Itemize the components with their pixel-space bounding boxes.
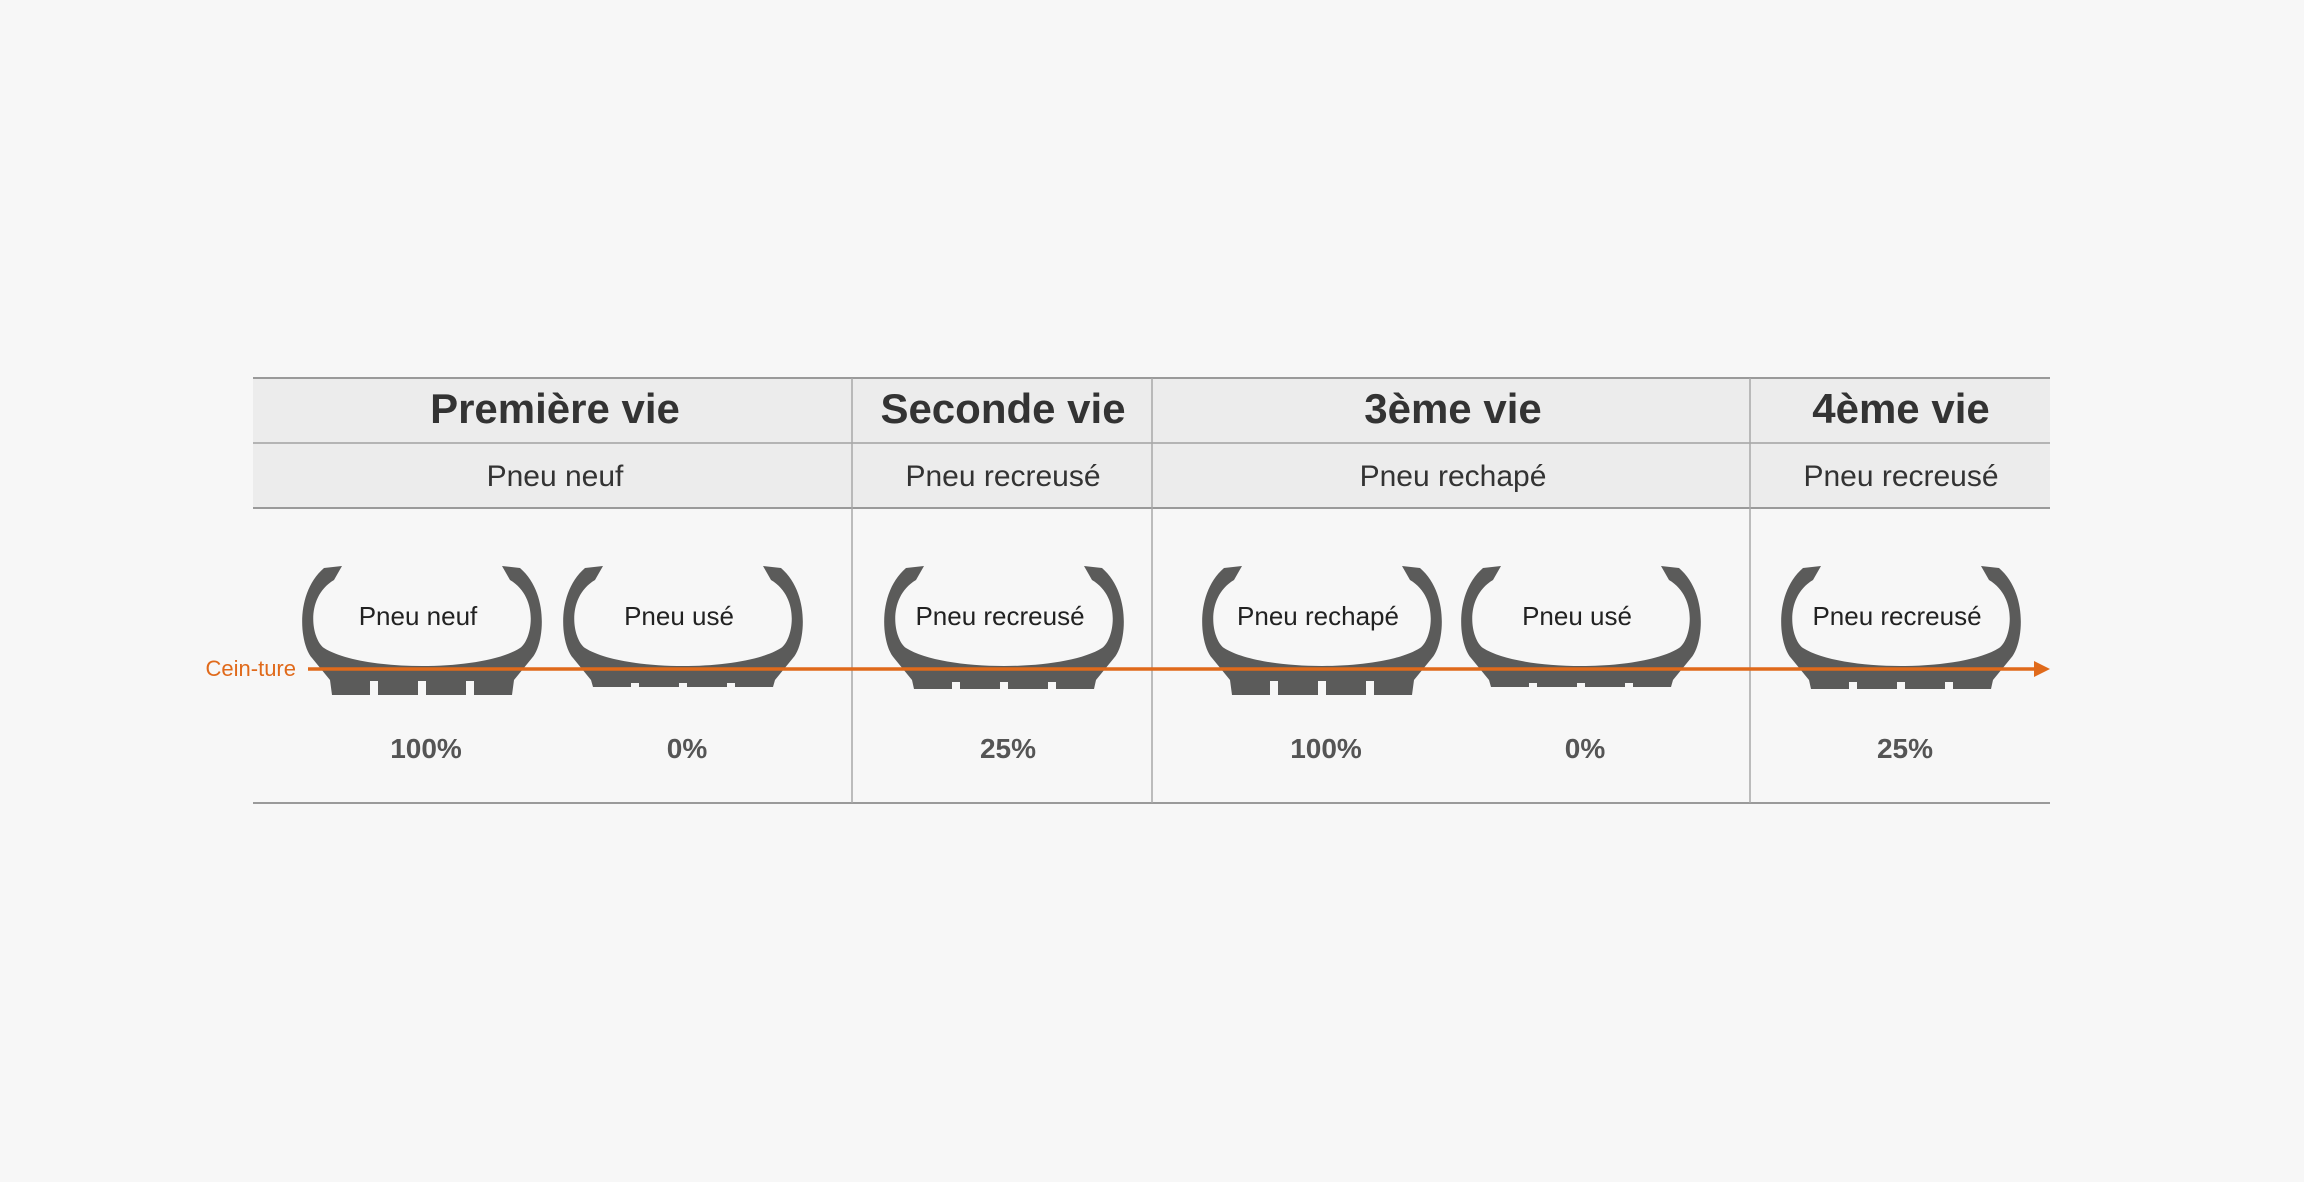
tread-groove (679, 683, 687, 687)
tire-label: Pneu recreusé (1812, 601, 1981, 631)
tread-groove (1000, 682, 1008, 689)
belt-label: Cein-ture (206, 656, 296, 681)
tread-percent: 100% (1290, 733, 1362, 764)
column-title: 3ème vie (1364, 385, 1541, 432)
column-subtitle: Pneu recreusé (1803, 460, 1998, 493)
tire-cross-section: Pneu usé 0% (1461, 566, 1701, 764)
column-subtitle: Pneu recreusé (905, 460, 1100, 493)
tread-groove (1366, 681, 1374, 695)
tire-shape (1461, 566, 1701, 687)
tread-groove (466, 681, 474, 695)
tire-shape (563, 566, 803, 687)
tire-cross-section: Pneu usé 0% (563, 566, 803, 764)
tire-shape (302, 566, 542, 695)
tread-groove (1849, 682, 1857, 689)
tire-label: Pneu neuf (359, 601, 478, 631)
tire-cross-section: Pneu rechapé 100% (1202, 566, 1442, 764)
tread-percent: 100% (390, 733, 462, 764)
tire-cross-section: Pneu recreusé 25% (1781, 566, 2021, 764)
tire-label: Pneu rechapé (1237, 601, 1399, 631)
tread-percent: 0% (667, 733, 708, 764)
tire-label: Pneu usé (624, 601, 734, 631)
tread-percent: 25% (980, 733, 1036, 764)
tread-groove (1945, 682, 1953, 689)
tire-shape (1202, 566, 1442, 695)
tread-groove (1529, 683, 1537, 687)
tire-shape (884, 566, 1124, 689)
tread-groove (370, 681, 378, 695)
tread-groove (1625, 683, 1633, 687)
tread-percent: 25% (1877, 733, 1933, 764)
tread-groove (418, 681, 426, 695)
column-title: Seconde vie (880, 385, 1125, 432)
column-subtitle: Pneu rechapé (1360, 460, 1547, 493)
tread-groove (727, 683, 735, 687)
tread-groove (1318, 681, 1326, 695)
tread-percent: 0% (1565, 733, 1606, 764)
column-title: Première vie (430, 385, 680, 432)
tire-cross-section: Pneu recreusé 25% (884, 566, 1124, 764)
tire-label: Pneu recreusé (915, 601, 1084, 631)
tread-groove (1270, 681, 1278, 695)
tread-groove (952, 682, 960, 689)
tire-shape (1781, 566, 2021, 689)
tread-groove (1048, 682, 1056, 689)
tread-groove (1577, 683, 1585, 687)
belt-arrow-icon (2034, 661, 2050, 677)
tire-cross-section: Pneu neuf 100% (302, 566, 542, 764)
tread-groove (631, 683, 639, 687)
column-subtitle: Pneu neuf (487, 460, 624, 493)
tire-label: Pneu usé (1522, 601, 1632, 631)
tread-groove (1897, 682, 1905, 689)
column-title: 4ème vie (1812, 385, 1989, 432)
